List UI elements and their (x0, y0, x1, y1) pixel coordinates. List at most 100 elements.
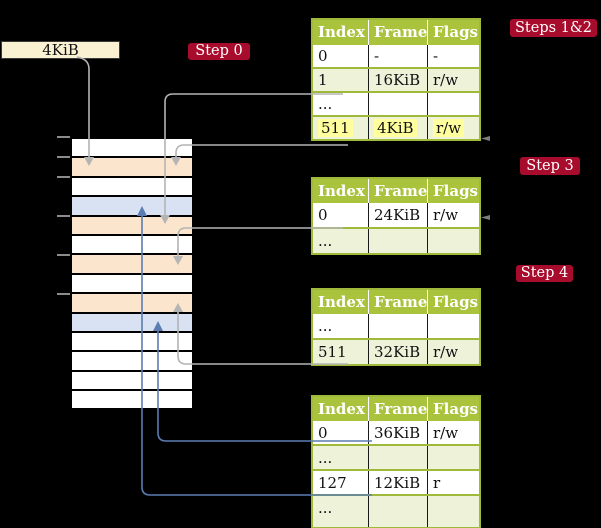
table-cell (427, 93, 479, 115)
memory-frame-row (72, 175, 192, 196)
table-cell: 0 (318, 424, 328, 442)
table-cell: - (368, 45, 427, 67)
physical-memory-stack (70, 137, 194, 411)
column-header: Flags (427, 179, 479, 203)
table-cell: 0 (318, 47, 328, 65)
table-cell: ... (318, 449, 333, 467)
row-stub-dash (481, 136, 490, 141)
table-cell: ... (318, 499, 333, 517)
memory-frame-row (72, 156, 192, 176)
table-cell: - (427, 45, 479, 67)
column-header: Index (318, 400, 365, 418)
address-tick (57, 254, 70, 256)
table-cell: ... (318, 232, 333, 250)
table-row: ... (313, 314, 479, 338)
memory-frame-row (72, 389, 192, 409)
table-cell (368, 446, 427, 469)
table-cell (427, 229, 479, 253)
memory-frame-row (72, 369, 192, 390)
table-cell (427, 496, 479, 527)
table-cell: r/w (427, 340, 479, 364)
step-4-label: Step 4 (516, 265, 573, 282)
column-header: Frame (368, 397, 427, 421)
memory-frame-row (72, 292, 192, 312)
highlighted-value: 511 (318, 119, 353, 137)
table-cell: r (427, 471, 479, 494)
memory-frame-row (72, 214, 192, 234)
table-row: ... (313, 91, 479, 115)
table-cell: 24KiB (368, 203, 427, 227)
table-cell: 0 (318, 206, 328, 224)
table-row: 511 4KiB r/w (313, 115, 479, 139)
memory-frame-row (72, 253, 192, 273)
table-cell: 32KiB (368, 340, 427, 364)
address-tick (57, 136, 70, 138)
table-cell (368, 229, 427, 253)
table-cell (368, 496, 427, 527)
frame-size-legend-box: 4KiB (1, 41, 120, 59)
address-tick (57, 176, 70, 178)
table-cell: 127 (318, 474, 347, 492)
column-header: Index (318, 293, 365, 311)
table-cell: r/w (427, 203, 479, 227)
table-row: ... (313, 494, 479, 527)
table-cell: ... (318, 95, 333, 113)
memory-frame-row (72, 311, 192, 331)
table-cell: 4KiB (368, 117, 427, 139)
step-0-label: Step 0 (188, 43, 250, 60)
table-cell: 12KiB (368, 471, 427, 494)
column-header: Index (318, 23, 365, 41)
memory-frame-row (72, 195, 192, 215)
column-header: Frame (368, 20, 427, 45)
table-row: ... (313, 227, 479, 253)
steps-1-2-label: Steps 1&2 (510, 19, 597, 37)
table-cell: r/w (427, 117, 479, 139)
table-cell (368, 314, 427, 338)
address-tick (57, 215, 70, 217)
table-cell: r/w (427, 69, 479, 91)
table-cell: r/w (427, 421, 479, 444)
column-header: Frame (368, 179, 427, 203)
memory-frame-row (72, 272, 192, 293)
column-header: Flags (427, 20, 479, 45)
column-header: Index (318, 182, 365, 200)
table-cell (427, 314, 479, 338)
table-cell: 36KiB (368, 421, 427, 444)
table-cell: ... (318, 317, 333, 335)
table-row: ... (313, 444, 479, 469)
table-cell (368, 93, 427, 115)
column-header: Flags (427, 290, 479, 314)
address-tick (57, 156, 70, 158)
memory-frame-row (72, 330, 192, 351)
address-tick (57, 293, 70, 295)
step-3-label: Step 3 (520, 157, 580, 175)
table-cell: 1 (318, 71, 328, 89)
row-stub-dash (481, 215, 490, 220)
table-cell: 16KiB (368, 69, 427, 91)
table-row: 0 -- (313, 45, 479, 67)
table-cell: 511 (318, 343, 347, 361)
connector-entry511-to-4kib-frame (175, 144, 348, 158)
memory-frame-row (72, 350, 192, 370)
table-cell (427, 446, 479, 469)
table-cell: 511 (313, 117, 368, 139)
memory-frame-row (72, 139, 192, 157)
highlighted-value: r/w (433, 119, 465, 137)
